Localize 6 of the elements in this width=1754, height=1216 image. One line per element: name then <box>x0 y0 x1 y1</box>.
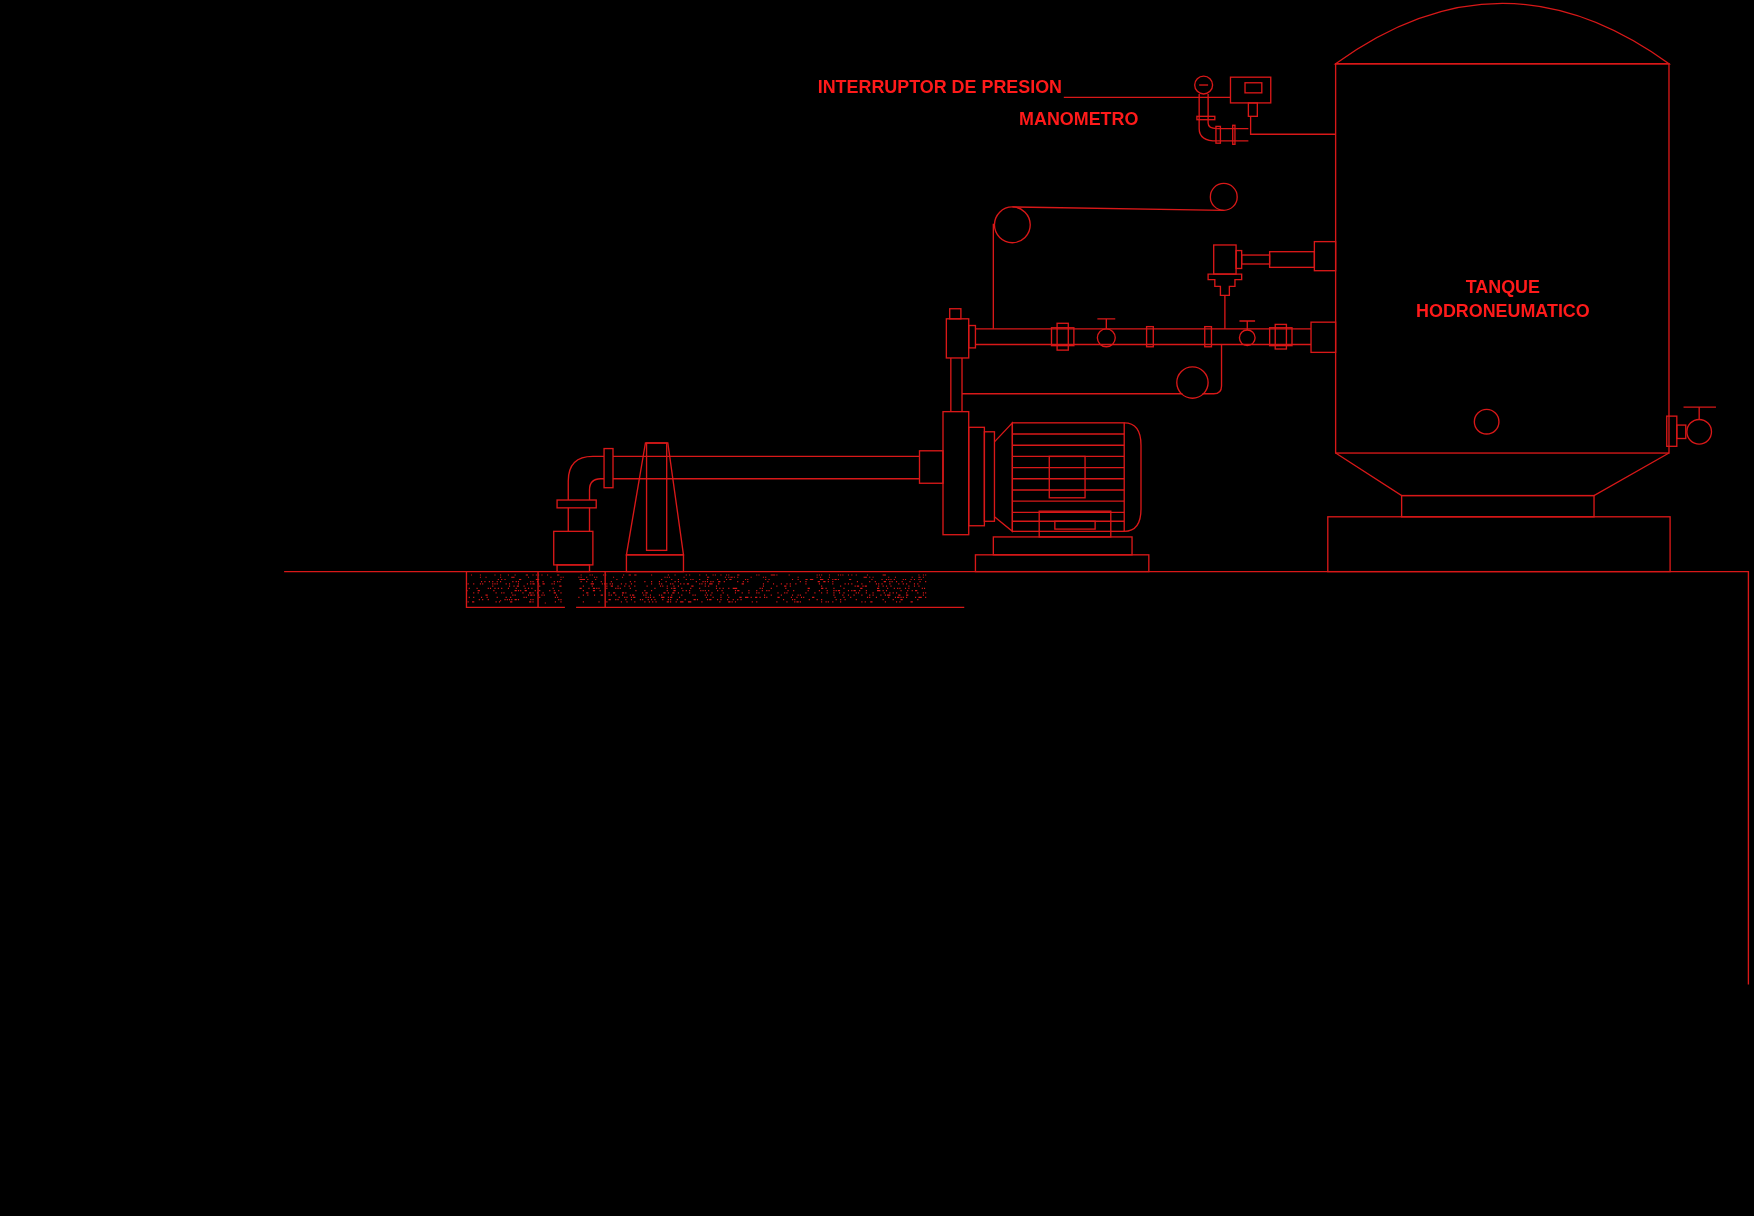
gauge-label: MANOMETRO <box>1019 108 1139 131</box>
tank-label: TANQUE HODRONEUMATICO <box>1415 276 1591 322</box>
pipe <box>1249 115 1337 135</box>
callout-label: INTERRUPTOR DE PRESION <box>817 74 1062 99</box>
pressure-switch-icon <box>1229 76 1272 117</box>
leader-line <box>1063 96 1232 98</box>
